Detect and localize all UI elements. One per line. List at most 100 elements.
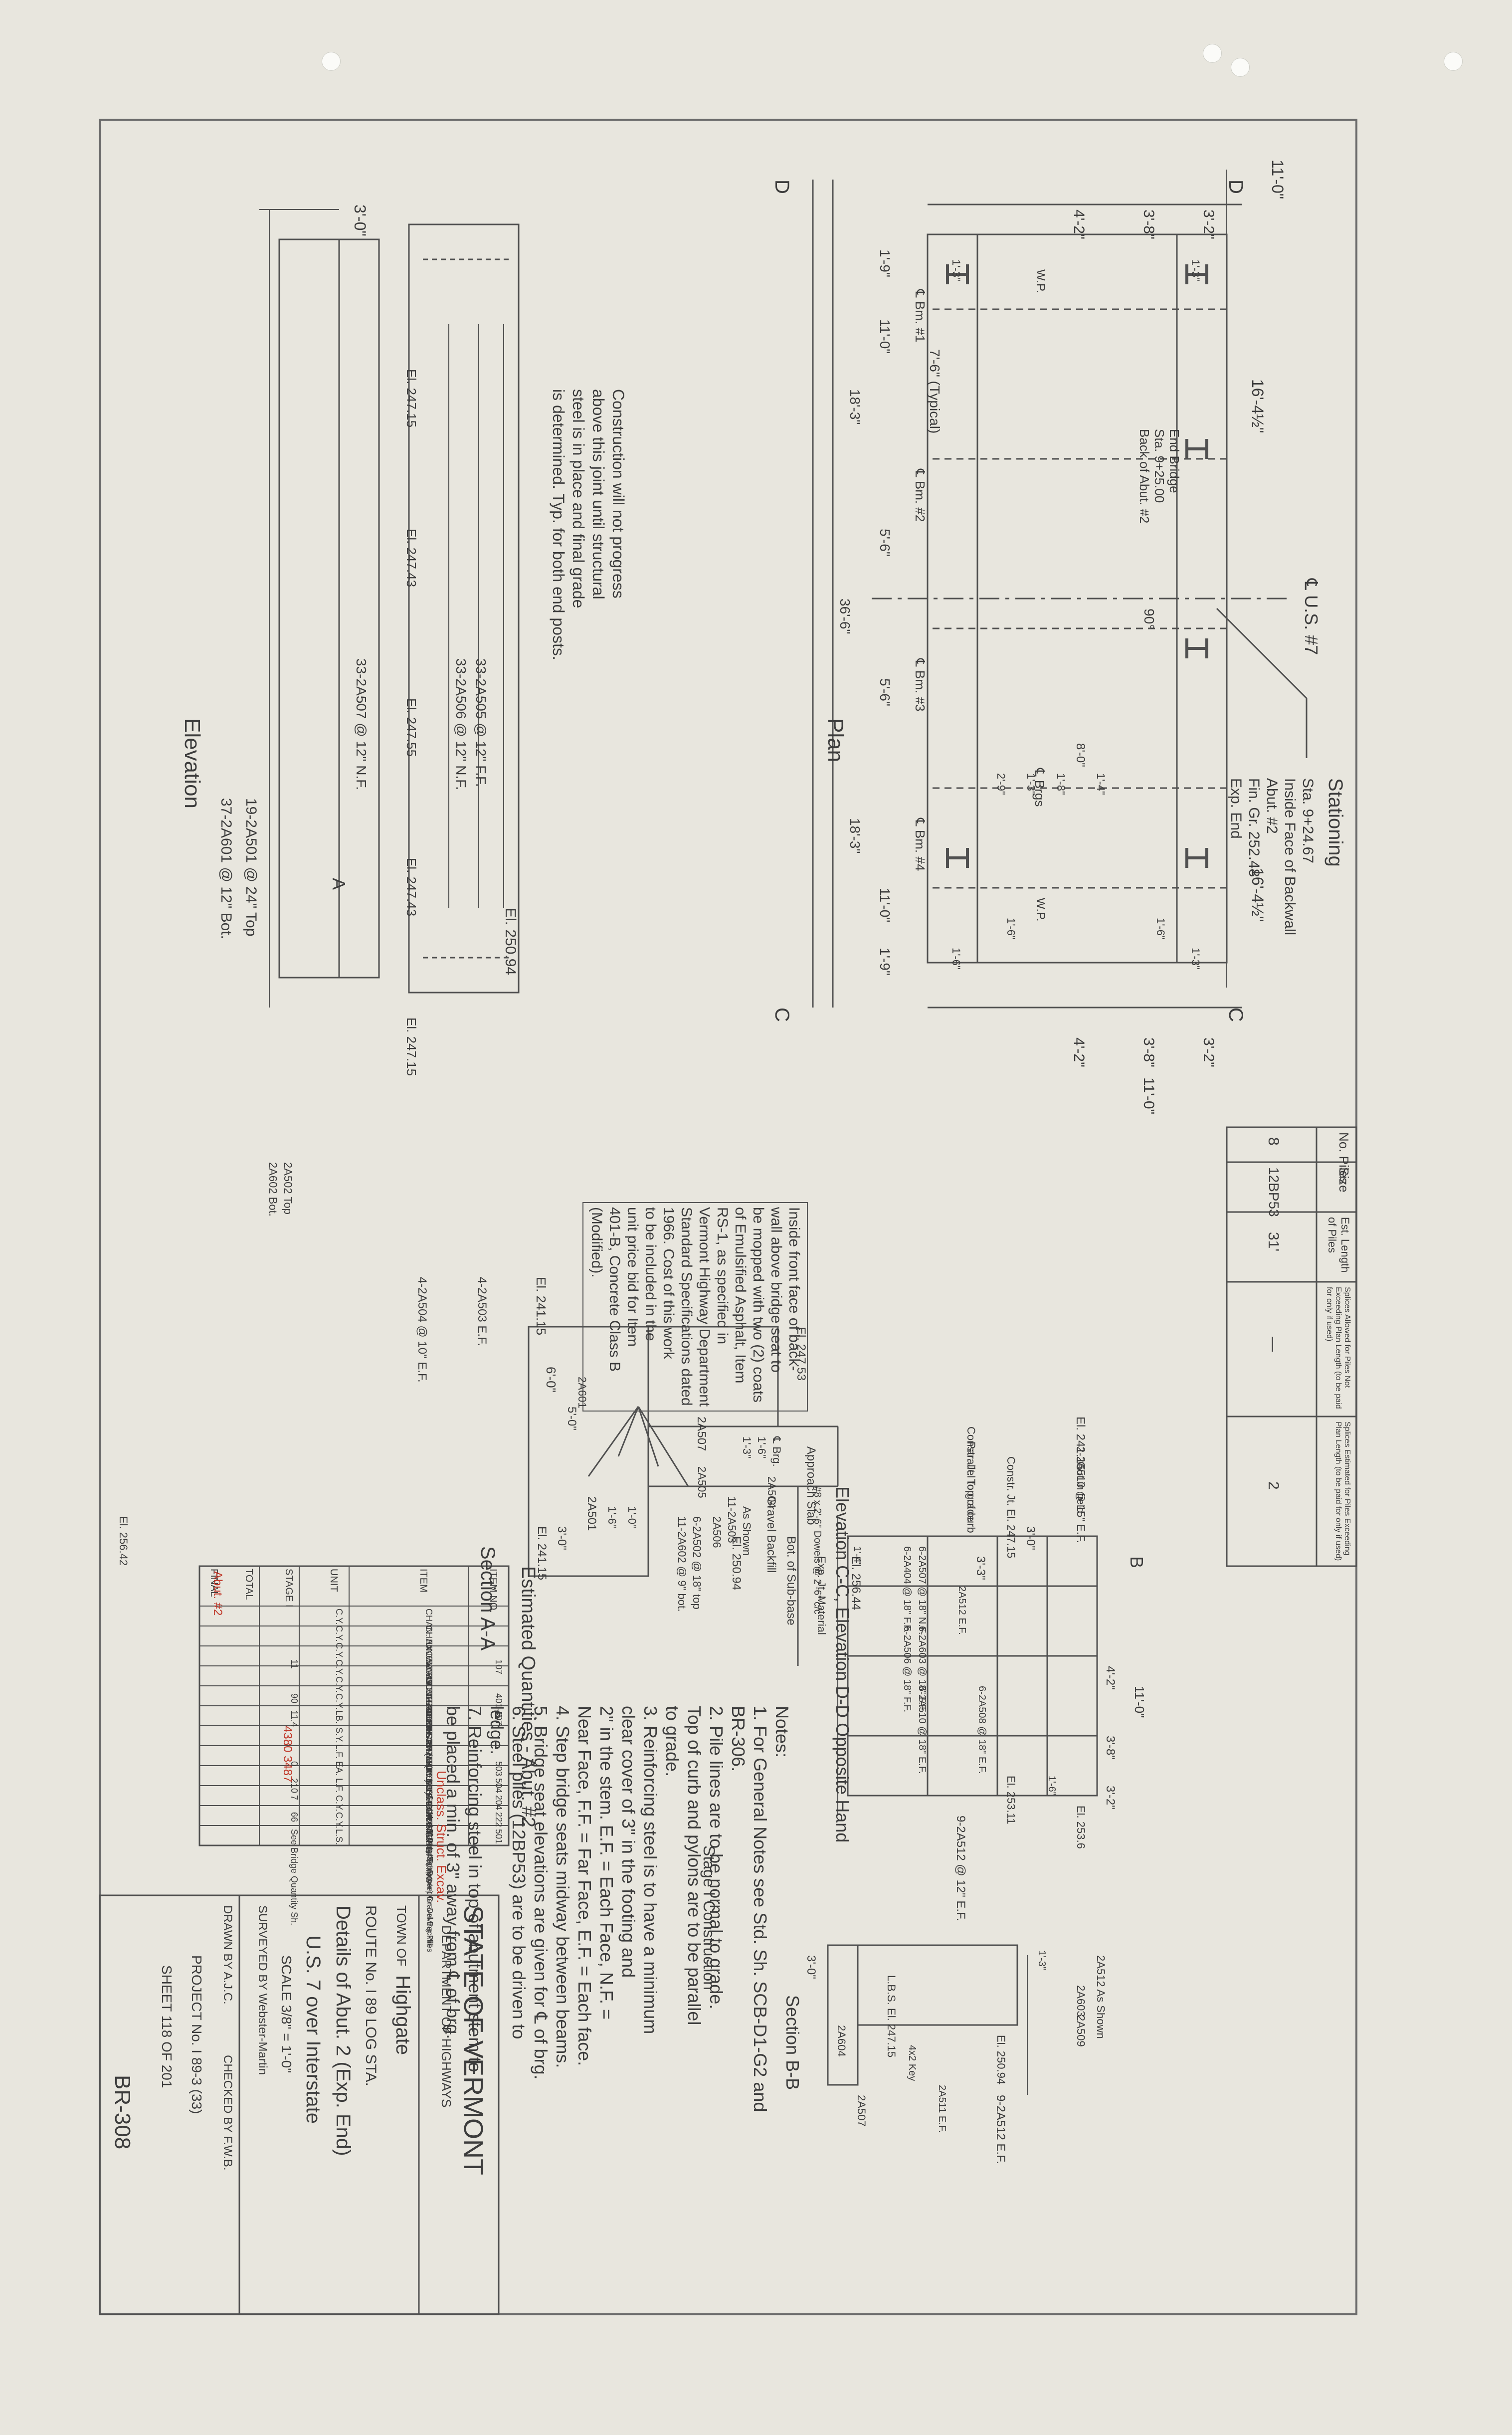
cd-label: 6-2A510 @ 18" E.F. <box>917 1686 928 1774</box>
dim-label: 1'-3" <box>1025 773 1037 795</box>
note-line: above this joint until structural <box>589 389 607 600</box>
dim-label: 11'-0" <box>877 888 893 923</box>
note-line: End Bridge <box>1167 429 1182 493</box>
cd-label: 4'-2" <box>1104 1666 1117 1690</box>
dim-label: 1'-3" <box>1189 259 1202 281</box>
quantity-cell: 504 <box>494 1778 504 1794</box>
note-line: steel is in place and final grade <box>569 389 587 609</box>
section-mark-c: C <box>771 1008 793 1022</box>
quantity-cell: C.Y. <box>334 1642 344 1659</box>
section-label: 1'-0" <box>626 1506 638 1528</box>
quantity-cell: LB. <box>334 1710 344 1724</box>
dim-label: 2'-9" <box>995 773 1007 795</box>
end-bridge-note: End Bridge Sta. 9+25.00 Back of Abut. #2 <box>1137 429 1182 523</box>
dim-label: 1'-9" <box>877 948 893 976</box>
note-line: Sta. 9+25.00 <box>1152 429 1167 503</box>
note-line: is determined. Typ. for both end posts. <box>550 389 567 660</box>
note-line: 1. For General Notes see Std. Sh. SCB-D1… <box>750 1706 770 2112</box>
quantity-cell: 11.4 <box>289 1710 299 1727</box>
quantity-cell: 503 <box>494 1761 504 1777</box>
cd-label: 3'-0" <box>1024 1526 1037 1550</box>
pile-table-header: Splices Estimated for Piles Exceeding Pl… <box>1334 1421 1351 1561</box>
bb-label: 2A507 <box>855 2095 868 2127</box>
quantity-cell: C.Y. <box>334 1795 344 1812</box>
station-note: Sta. 9+24.67 Inside Face of Backwall Abu… <box>1227 778 1317 935</box>
section-label: 3'-0" <box>555 1526 568 1550</box>
cd-label: Constr. Jt. El. 247.15 <box>1005 1456 1017 1559</box>
bar-label: 37-2A601 @ 12" Bot. <box>218 798 234 939</box>
cd-label: 11'-0" <box>1132 1686 1147 1718</box>
dim-label: 1'-3" <box>1189 948 1202 970</box>
note-line: 401-B, Concrete Class B <box>606 1207 623 1372</box>
punch-hole <box>1203 44 1222 63</box>
section-mark-b: B <box>1127 1556 1147 1569</box>
note-line: Abut. #2 <box>1264 778 1280 834</box>
bar-label: 4-2A503 E.F. <box>475 1277 489 1346</box>
dim-label: 1'-3" <box>950 259 962 281</box>
notes-title: Notes: <box>772 1706 792 1758</box>
bb-label: 1'-3" <box>1036 1950 1047 1970</box>
dim-label: 1'-4" <box>1095 773 1107 795</box>
elevation-label: El. 247.15 <box>404 369 419 428</box>
beam-label: ℄ Bm. #4 <box>913 818 928 871</box>
title-project: PROJECT No. I 89-3 (33) <box>189 1955 204 2114</box>
section-label: 1'-6" <box>756 1436 768 1458</box>
section-label: 6'-0" <box>544 1367 559 1393</box>
dim-label: 5'-6" <box>877 529 893 557</box>
quantity-cell: 11 <box>289 1659 299 1669</box>
qty-header: ITEM NO. <box>488 1569 499 1613</box>
elevation-label: El. 247.15 <box>404 1017 419 1076</box>
section-label: As Shown <box>741 1506 753 1556</box>
cd-label: 6-2A404 @ 18" F.F. <box>902 1546 913 1633</box>
pile-table-cell: 2 <box>1265 1481 1282 1490</box>
section-mark-a: A <box>329 878 349 890</box>
dim-label: 5'-6" <box>877 678 893 706</box>
quantity-cell: C.Y. <box>334 1625 344 1642</box>
bar-label: 33-2A507 @ 12" N.F. <box>354 658 369 791</box>
note-line: 4. Step bridge seats midway between beam… <box>553 1706 573 2068</box>
note-line: Standard Specifications dated <box>678 1207 695 1406</box>
note-line: (Modified). <box>588 1207 605 1278</box>
dim-label: 16'-4½" <box>1249 379 1267 433</box>
cd-label: 2A512 E.F. <box>956 1586 967 1635</box>
quantity-cell: C.Y. <box>334 1659 344 1676</box>
section-label: 6-2A502 @ 18" top <box>691 1516 703 1610</box>
bb-label: 2A604 <box>835 2025 848 2057</box>
section-label: Exp. Jt. Material <box>815 1556 828 1635</box>
bar-label: 33-2A506 @ 12" N.F. <box>453 658 469 791</box>
quantity-cell: L.F. <box>334 1778 344 1793</box>
note-line: Near Face, F.F. = Far Face, E.F. = Each … <box>574 1706 595 2066</box>
dim-label: 1'-6" <box>1005 918 1017 940</box>
redline-note: Abut. #2 <box>211 1571 224 1616</box>
note-line: Inside Face of Backwall <box>1282 778 1298 936</box>
dim-label: 4'-2" <box>1071 1037 1087 1067</box>
plan-title: Plan <box>823 718 848 763</box>
elevation-label: El. 247.43 <box>404 529 419 588</box>
note-line: Fin. Gr. 252.48 <box>1246 778 1262 877</box>
punch-hole <box>1231 58 1250 77</box>
quantity-cell: 222 <box>494 1812 504 1827</box>
cd-label: 3'-2" <box>1104 1786 1117 1810</box>
punch-hole <box>322 52 341 71</box>
title-desc: Details of Abut. 2 (Exp. End) <box>332 1905 354 2156</box>
section-label: ℄ Brg. <box>770 1436 783 1467</box>
bb-label: 2A509 <box>1075 2015 1087 2047</box>
dim-label: 8'-0" <box>1074 743 1087 767</box>
elevation-cd-title: Elevation C-C, Elevation D-D Opposite Ha… <box>832 1486 853 1843</box>
quantity-cell: 90 <box>289 1693 299 1704</box>
cd-label: El. 253.6 <box>1075 1806 1087 1849</box>
title-town: Highgate <box>392 1975 414 2055</box>
quantity-cell: 7 <box>289 1795 299 1801</box>
wp-label: W.P. <box>1034 898 1047 922</box>
bb-label: 2A603 <box>1075 1985 1087 2017</box>
dim-label: 3'-0" <box>351 204 369 236</box>
redline-note: Unclass. Struct. Excav. <box>434 1771 449 1903</box>
title-dept: DEPARTMENT OF HIGHWAYS <box>439 1925 454 2108</box>
note-line: 3. Reinforcing steel is to have a minimu… <box>640 1706 661 2034</box>
elevation-label: El. 247.43 <box>404 858 419 917</box>
pile-table-cell: — <box>1265 1337 1282 1352</box>
cd-label: Parallel to grade <box>965 1441 977 1522</box>
dim-label: 11'-0" <box>1269 160 1287 200</box>
stage-label: Stage I Construction <box>700 1845 718 1990</box>
dim-label: 3'-2" <box>1200 209 1217 239</box>
